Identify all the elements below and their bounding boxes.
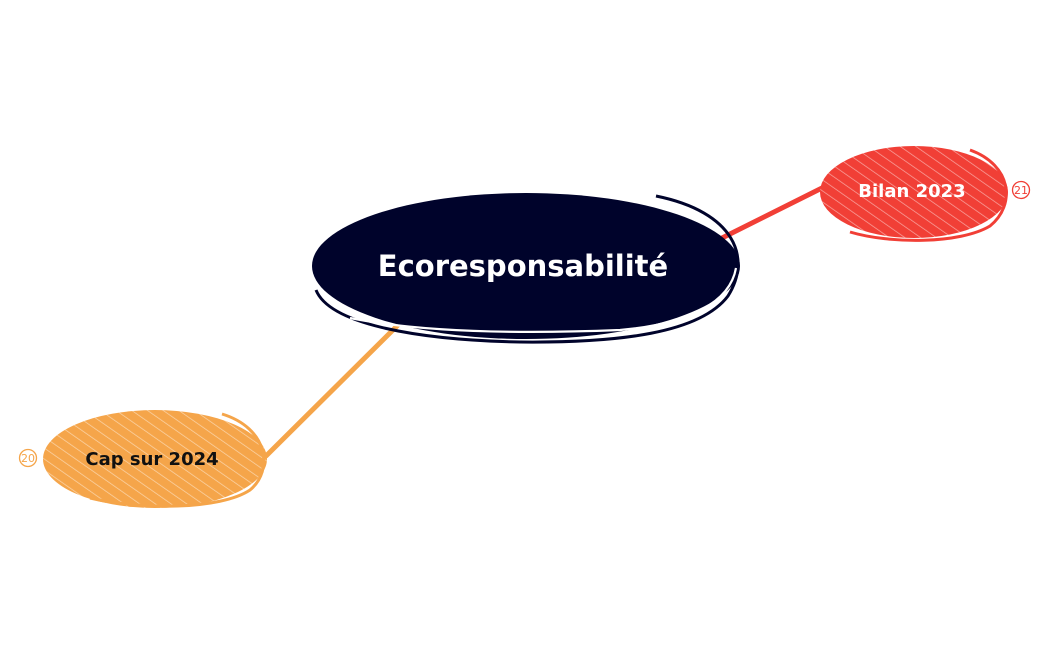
branch-node-label: Cap sur 2024 — [85, 449, 218, 470]
badge-count: 20 — [21, 452, 35, 465]
central-node-sketch-outline — [314, 194, 740, 344]
branch-node-label: Bilan 2023 — [858, 181, 965, 202]
branch-node-bilan-2023[interactable]: Bilan 2023 — [820, 146, 1008, 242]
connector-cap-sur-2024 — [263, 322, 401, 459]
badge-count: 21 — [1014, 184, 1028, 197]
badge-cap-sur-2024[interactable]: 20 — [18, 448, 38, 468]
central-node-highlight — [349, 267, 738, 333]
central-node-label: Ecoresponsabilité — [378, 249, 668, 283]
branch-node-sketch-outline — [89, 412, 266, 508]
central-node[interactable]: Ecoresponsabilité — [312, 193, 740, 344]
badge-bilan-2023[interactable]: 21 — [1011, 180, 1031, 200]
branch-node-sketch-outline — [849, 148, 1008, 242]
connector-bilan-2023 — [719, 185, 825, 241]
branch-node-cap-sur-2024[interactable]: Cap sur 2024 — [43, 410, 267, 508]
